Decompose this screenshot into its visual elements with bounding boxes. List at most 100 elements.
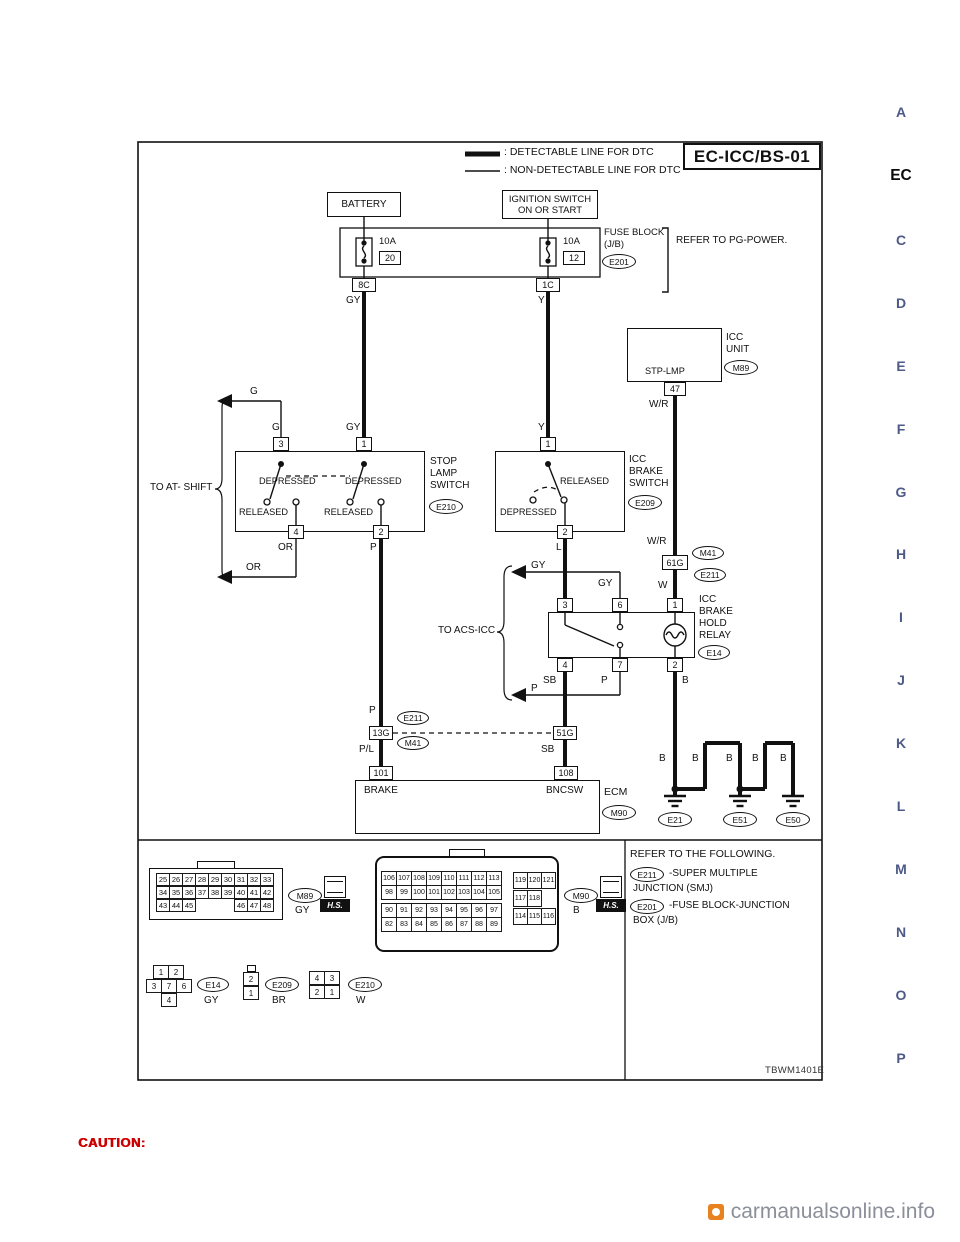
pin-cell: 43 xyxy=(156,899,170,912)
fuse-block-label1: FUSE BLOCK xyxy=(604,227,665,238)
stop-lamp-terminal-3: 3 xyxy=(273,437,289,451)
icc-brake-terminal-1: 1 xyxy=(540,437,556,451)
pin-cell: 117 xyxy=(513,890,528,907)
e209-connector-color: BR xyxy=(272,995,286,1006)
m89-connector-tab xyxy=(197,861,235,869)
m90-connector-outline xyxy=(375,856,559,952)
pin-cell: 111 xyxy=(456,871,472,886)
ecm-pin-brake-label: BRAKE xyxy=(364,785,398,796)
connector-ref-e211-2: E211 xyxy=(397,711,429,725)
pin-cell: 118 xyxy=(527,890,542,907)
ground-ref-e21: E21 xyxy=(658,812,692,827)
pin-cell: 82 xyxy=(381,917,397,932)
relay-terminal-3: 3 xyxy=(557,598,573,612)
m90-connector-ref: M90 xyxy=(564,888,598,903)
wire-wr-label: W/R xyxy=(649,399,669,410)
pin-cell: 102 xyxy=(441,885,457,900)
icc-brake-name3: SWITCH xyxy=(629,478,669,489)
pin-cell: 87 xyxy=(456,917,472,932)
pin-cell: 46 xyxy=(234,899,248,912)
pin-cell: 90 xyxy=(381,903,397,918)
margin-index-letter: G xyxy=(895,483,907,500)
released-label-2: RELEASED xyxy=(324,507,374,517)
pin-cell: 30 xyxy=(221,873,235,886)
wire-y-terminal-label: Y xyxy=(538,422,545,433)
icc-brake-name1: ICC xyxy=(629,454,647,465)
relay-terminal-4: 4 xyxy=(557,658,573,672)
note-e211-text2: JUNCTION (SMJ) xyxy=(633,883,713,894)
pin-cell: 99 xyxy=(396,885,412,900)
fuse2-number: 12 xyxy=(563,251,585,265)
pin-cell: 85 xyxy=(426,917,442,932)
released-label-1: RELEASED xyxy=(239,507,289,517)
pin-cell: 2 xyxy=(168,965,184,979)
note-ref-e201: E201 xyxy=(630,899,664,914)
pin-cell: 95 xyxy=(456,903,472,918)
pin-cell: 106 xyxy=(381,871,397,886)
depressed-label-2: DEPRESSED xyxy=(345,476,402,486)
icc-unit-name2: UNIT xyxy=(726,344,750,355)
icc-unit-pin-label: STP-LMP xyxy=(645,366,685,376)
wire-w-label: W xyxy=(658,580,668,591)
ground-wire-b-2: B xyxy=(692,753,699,764)
note-e211-text1: -SUPER MULTIPLE xyxy=(669,868,758,879)
pin-cell: 44 xyxy=(169,899,183,912)
fuse1-number: 20 xyxy=(379,251,401,265)
pin-cell: 28 xyxy=(195,873,209,886)
pin-cell xyxy=(221,899,235,912)
pin-cell: 83 xyxy=(396,917,412,932)
margin-index-letter: E xyxy=(896,357,906,374)
margin-index-letter: D xyxy=(895,294,907,311)
stop-lamp-terminal-4: 4 xyxy=(288,525,304,539)
pin-cell: 103 xyxy=(456,885,472,900)
m89-connector-color: GY xyxy=(295,905,310,916)
pin-cell: 108 xyxy=(411,871,427,886)
ignition-line2: ON OR START xyxy=(517,204,583,216)
ground-wire-b-5: B xyxy=(780,753,787,764)
stop-lamp-name2: LAMP xyxy=(430,468,458,479)
margin-index-letter: J xyxy=(897,672,905,689)
e209-connector-ref: E209 xyxy=(265,977,299,992)
pin-cell: 26 xyxy=(169,873,183,886)
m89-connector-ref: M89 xyxy=(288,888,322,903)
smj-terminal-51g: 51G xyxy=(553,726,577,740)
hs-icon-m89: H.S. xyxy=(320,876,350,912)
wire-gy-terminal-label: GY xyxy=(346,422,361,433)
pin-cell: 34 xyxy=(156,886,170,899)
wire-or-terminal-label: OR xyxy=(278,542,293,553)
connector-ref-e209: E209 xyxy=(628,495,662,510)
pin-cell: 38 xyxy=(208,886,222,899)
pin-cell: 37 xyxy=(195,886,209,899)
ignition-line1: IGNITION SWITCH xyxy=(508,193,592,205)
ecm-pin-bncsw-label: BNCSW xyxy=(546,785,584,796)
relay-box xyxy=(548,612,695,658)
watermark-link[interactable]: carmanualsonline.info xyxy=(707,1200,935,1224)
ignition-switch-box: IGNITION SWITCH ON OR START xyxy=(502,190,598,219)
pin-cell: 93 xyxy=(426,903,442,918)
margin-index-letter: A xyxy=(895,104,907,120)
pin-cell: 84 xyxy=(411,917,427,932)
pin-cell: 33 xyxy=(260,873,274,886)
margin-index-letter: L xyxy=(896,798,906,815)
pin-cell: 39 xyxy=(221,886,235,899)
pin-cell: 2 xyxy=(243,972,259,986)
icc-brake-released-label: RELEASED xyxy=(560,476,610,486)
pin-cell: 113 xyxy=(486,871,502,886)
margin-index-letter: P xyxy=(896,1049,906,1066)
hs-plug-glyph xyxy=(600,876,622,898)
stop-lamp-name3: SWITCH xyxy=(430,480,470,491)
pin-cell: 104 xyxy=(471,885,487,900)
icc-brake-switch-box xyxy=(495,451,625,532)
wire-gy-label: GY xyxy=(346,295,361,306)
pin-cell: 2 xyxy=(309,985,325,999)
relay-name1: ICC xyxy=(699,594,717,605)
hs-label: H.S. xyxy=(320,899,350,912)
connector-8c: 8C xyxy=(352,278,376,292)
icc-unit-name1: ICC xyxy=(726,332,744,343)
ground-wire-b-1: B xyxy=(659,753,666,764)
pin-cell: 86 xyxy=(441,917,457,932)
